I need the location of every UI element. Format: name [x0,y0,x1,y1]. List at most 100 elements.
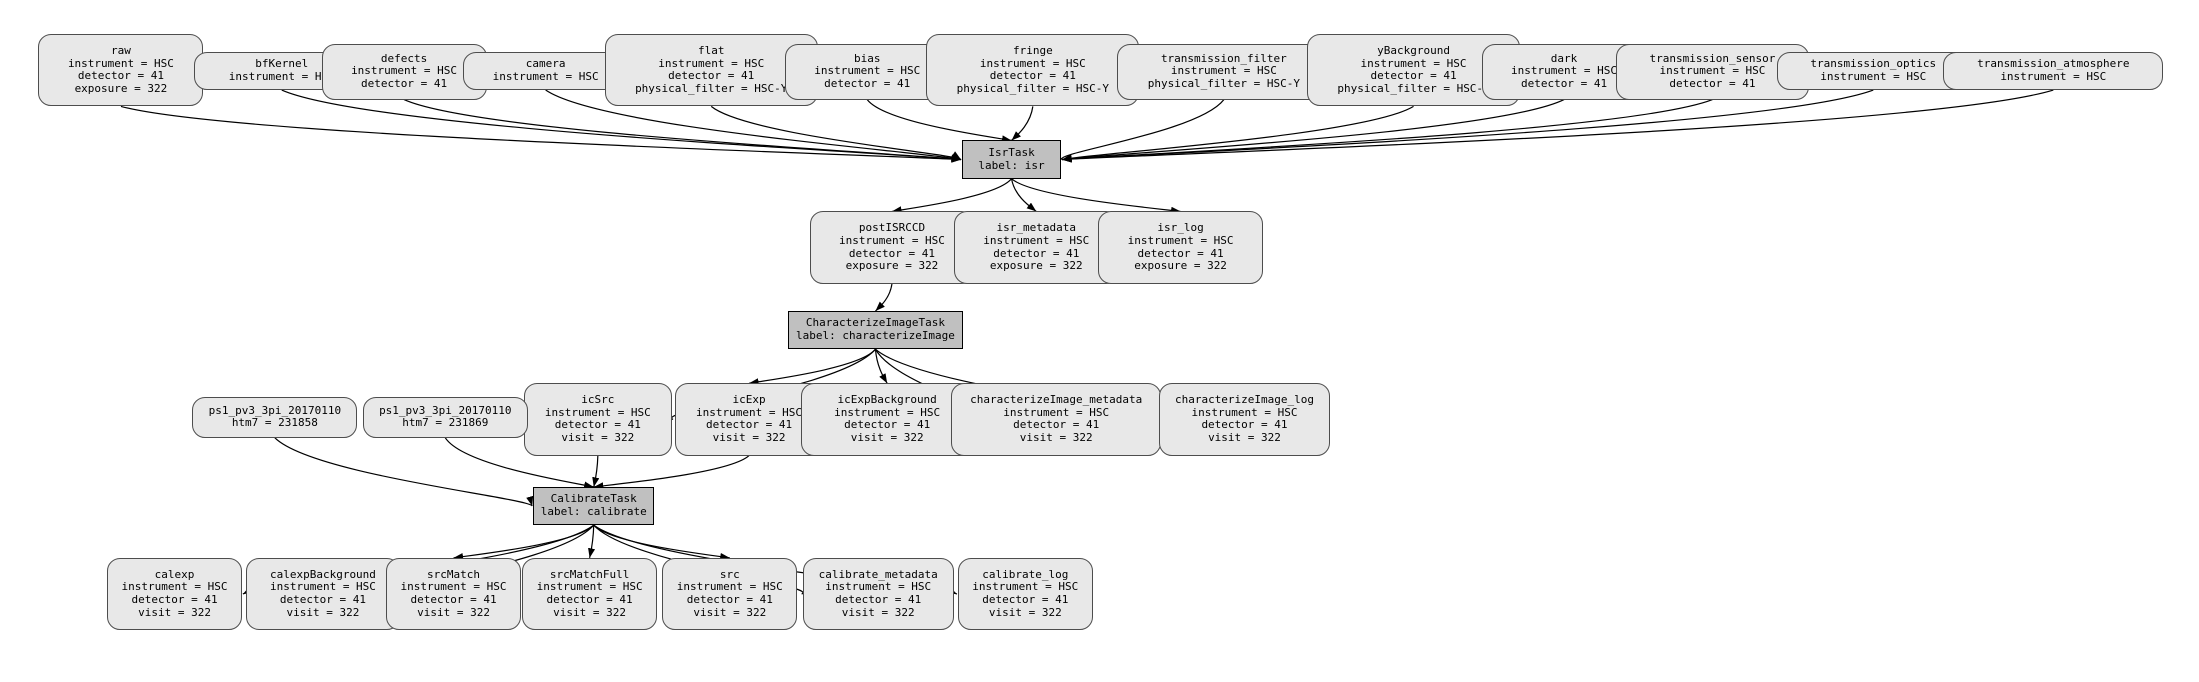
node-line: instrument = HSC [351,64,458,78]
node-line: detector = 41 [1013,418,1100,432]
node-line: characterizeImage_metadata [970,393,1143,407]
node-line: calexpBackground [269,567,376,581]
node-line: calibrate_metadata [818,567,938,581]
node-line: htm7 = 231858 [231,416,318,430]
node-line: camera [525,57,566,71]
node-line: label: isr [978,158,1045,172]
edge-transmission_sensor-to-IsrTask [1061,99,1713,163]
node-line: instrument = HSC [983,233,1090,247]
node-line: postISRCCD [858,221,926,235]
edge-defects-to-IsrTask [403,99,962,163]
edge-CalibrateTask-to-srcMatch [453,524,595,561]
node-line: transmission_atmosphere [1977,57,2130,71]
node-line: instrument = HSC [838,233,945,247]
node-line: instrument = HSC [1360,56,1467,70]
node-line: instrument = HSC [269,580,376,594]
node-line: detector = 41 [1520,76,1608,90]
node-line: exposure = 322 [1134,259,1227,273]
node-line: detector = 41 [131,593,218,607]
node-line: detector = 41 [1137,246,1224,260]
node-line: transmission_filter [1160,51,1287,65]
edge-camera-to-IsrTask [545,89,962,162]
edge-IsrTask-to-isr_metadata [1010,178,1037,212]
node-line: characterizeImage_log [1174,393,1315,407]
node-line: detector = 41 [835,593,922,607]
node-line: detector = 41 [848,246,935,260]
node-line: CharacterizeImageTask [805,316,945,330]
node-line: physical_filter = HSC-Y [635,81,788,95]
node-line: flat [697,44,725,58]
node-line: instrument = HSC [1127,233,1234,247]
node-line: visit = 322 [553,605,627,619]
node-line: detector = 41 [989,69,1076,83]
node-line: fringe [1012,44,1053,58]
node-line: instrument = HSC [400,580,507,594]
node-line: icExpBackground [837,393,937,407]
edge-raw-to-IsrTask [120,105,962,163]
node-line: instrument = HSC [2000,69,2107,83]
node-line: transmission_optics [1810,57,1937,71]
node-line: detector = 41 [410,593,497,607]
node-line: visit = 322 [561,431,635,445]
node-line: instrument = HSC [1820,69,1927,83]
node-line: ps1_pv3_3pi_20170110 [208,403,342,417]
node-line: detector = 41 [1669,76,1756,90]
edge-dark-to-IsrTask [1061,99,1565,163]
edge-ps1_a-to-CalibrateTask [274,437,533,507]
node-line: detector = 41 [554,418,641,432]
node-line: htm7 = 231869 [402,416,489,430]
edge-postISRCCD-to-CharacterizeImageTask [875,283,893,312]
edge-icExp-to-CalibrateTask [593,455,750,490]
node-line: defects [380,51,428,65]
edge-CalibrateTask-to-src [593,524,730,561]
edge-CalibrateTask-to-srcMatchFull [588,525,596,558]
node-line: physical_filter = HSC-Y [1147,76,1301,90]
node-line: isr_log [1157,221,1204,235]
node-line: calexp [154,567,195,581]
node-line: label: calibrate [540,505,647,519]
edge-fringe-to-IsrTask [1011,106,1034,141]
edge-bias-to-IsrTask [866,99,1012,143]
node-line: instrument = HSC [825,580,932,594]
node-line: instrument = HSC [972,580,1079,594]
node-line: detector = 41 [668,69,755,83]
node-line: src [719,567,740,581]
edge-transmission_optics-to-IsrTask [1061,89,1874,163]
node-line: physical_filter = HSC-Y [1337,81,1490,95]
node-line: detector = 41 [705,418,793,432]
node-line: isr_metadata [996,221,1077,235]
node-line: visit = 322 [988,605,1062,619]
node-line: instrument = HSC [979,56,1086,70]
node-line: instrument = HSC [676,580,783,594]
